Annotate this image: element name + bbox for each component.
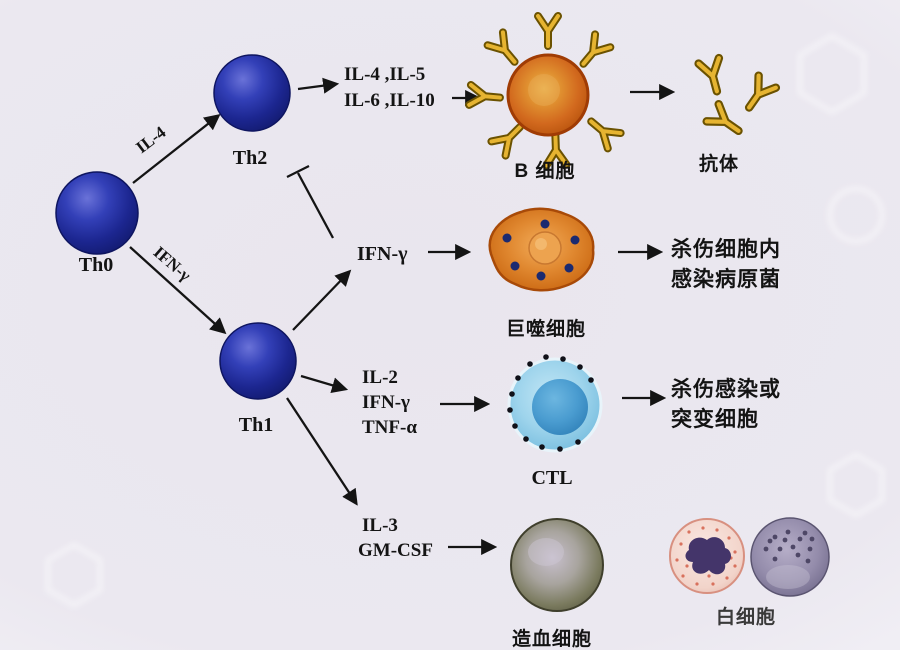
ctl-outcome-line2: 突变细胞 [671, 408, 759, 431]
leukocyte-label: 白细胞 [715, 607, 777, 628]
leukocyte-cells [669, 517, 830, 597]
th0-cell [55, 171, 139, 255]
cytokine-il2-label: IL-2 [362, 367, 398, 388]
background-molecule-decoration [45, 33, 885, 608]
cytokine-gmcsf-label: GM-CSF [358, 540, 433, 561]
ctl-label: CTL [531, 467, 573, 489]
macrophage-granules [502, 219, 580, 281]
hematopoietic-label: 造血细胞 [511, 629, 593, 650]
ctl-granules [507, 354, 594, 452]
cytokine-ifng-mid-label: IFN-γ [357, 243, 408, 265]
arrow-th2-to-cytokines [297, 77, 340, 94]
macrophage-label: 巨噬细胞 [505, 319, 587, 340]
b-cell-label: B 细胞 [514, 161, 576, 182]
hematopoietic-cell [510, 518, 604, 612]
ctl-outcome-line1: 杀伤感染或 [671, 378, 781, 401]
cytokine-tnfa-label: TNF-α [362, 417, 417, 438]
macrophage-outcome-line2: 感染病原菌 [671, 268, 781, 291]
antibody-label: 抗体 [698, 154, 740, 175]
macrophage-outcome-line1: 杀伤细胞内 [671, 238, 781, 261]
th2-label: Th2 [232, 147, 268, 169]
ctl-cell [507, 354, 603, 453]
th1-cell [219, 322, 297, 400]
arrows [129, 77, 676, 556]
neutrophil-cell [669, 518, 745, 594]
monocyte-granules [763, 529, 815, 564]
th1-label: Th1 [238, 414, 274, 436]
b-cell [469, 16, 620, 165]
macrophage-cell [488, 207, 595, 292]
cytokine-il6-il10-label: IL-6 ,IL-10 [344, 90, 435, 111]
inhibition-line-ifng-th2 [286, 164, 335, 239]
arrow-th1-to-ctl-cytokines [300, 374, 349, 394]
arrow-th1-to-ifng [292, 269, 352, 331]
cytokine-ifng2-label: IFN-γ [362, 392, 410, 413]
inhibition-t-bar [286, 164, 310, 179]
neutrophil-nucleus [685, 537, 731, 575]
cytokine-il4-il5-label: IL-4 ,IL-5 [344, 64, 426, 85]
monocyte-cell [750, 517, 830, 597]
arrow-th0-to-th1 [129, 246, 227, 335]
cytokine-il3-label: IL-3 [362, 515, 398, 536]
arrow-th1-to-hsc-cytokines [286, 397, 358, 506]
th0-label: Th0 [78, 254, 114, 276]
antibody-cluster [699, 58, 776, 139]
arrow-th0-to-th2 [132, 114, 221, 184]
th2-cell [213, 54, 291, 132]
